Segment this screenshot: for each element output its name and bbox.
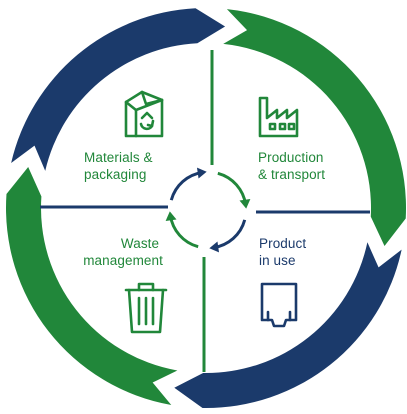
- outer-arc-3: [6, 166, 178, 405]
- waste-label-line-2: management: [83, 253, 163, 268]
- recycle-box-icon: [124, 90, 164, 138]
- outer-cycle-ring: [6, 8, 407, 409]
- waste-label: Waste management: [83, 236, 163, 268]
- quadrant-dividers: [40, 50, 370, 372]
- center-cycle-arrows: [165, 167, 251, 253]
- materials-label-line-2: packaging: [84, 167, 146, 182]
- production-label-line-1: Production: [258, 150, 324, 165]
- product-container-icon: [260, 282, 298, 328]
- product-use-label: Product in use: [259, 236, 310, 268]
- trash-bin-icon: [124, 282, 168, 334]
- center-arrowhead-1: [196, 167, 207, 179]
- center-arc-3: [213, 219, 247, 250]
- center-arc-1: [169, 170, 203, 201]
- materials-label-line-1: Materials &: [84, 150, 153, 165]
- center-arc-2: [217, 171, 248, 205]
- outer-arc-4: [11, 8, 226, 171]
- outer-arc-1: [223, 9, 407, 246]
- factory-icon: [258, 96, 299, 138]
- waste-label-line-1: Waste: [121, 236, 159, 251]
- center-arc-4: [168, 215, 199, 249]
- production-label: Production & transport: [258, 150, 327, 182]
- center-arrowhead-2: [239, 198, 251, 209]
- product-use-label-line-1: Product: [259, 236, 306, 251]
- center-arrowhead-3: [209, 241, 220, 253]
- center-arrowhead-4: [165, 211, 177, 222]
- production-label-line-2: & transport: [258, 167, 325, 182]
- outer-arc-2: [174, 242, 402, 409]
- materials-label: Materials & packaging: [84, 150, 156, 182]
- product-use-label-line-2: in use: [259, 253, 296, 268]
